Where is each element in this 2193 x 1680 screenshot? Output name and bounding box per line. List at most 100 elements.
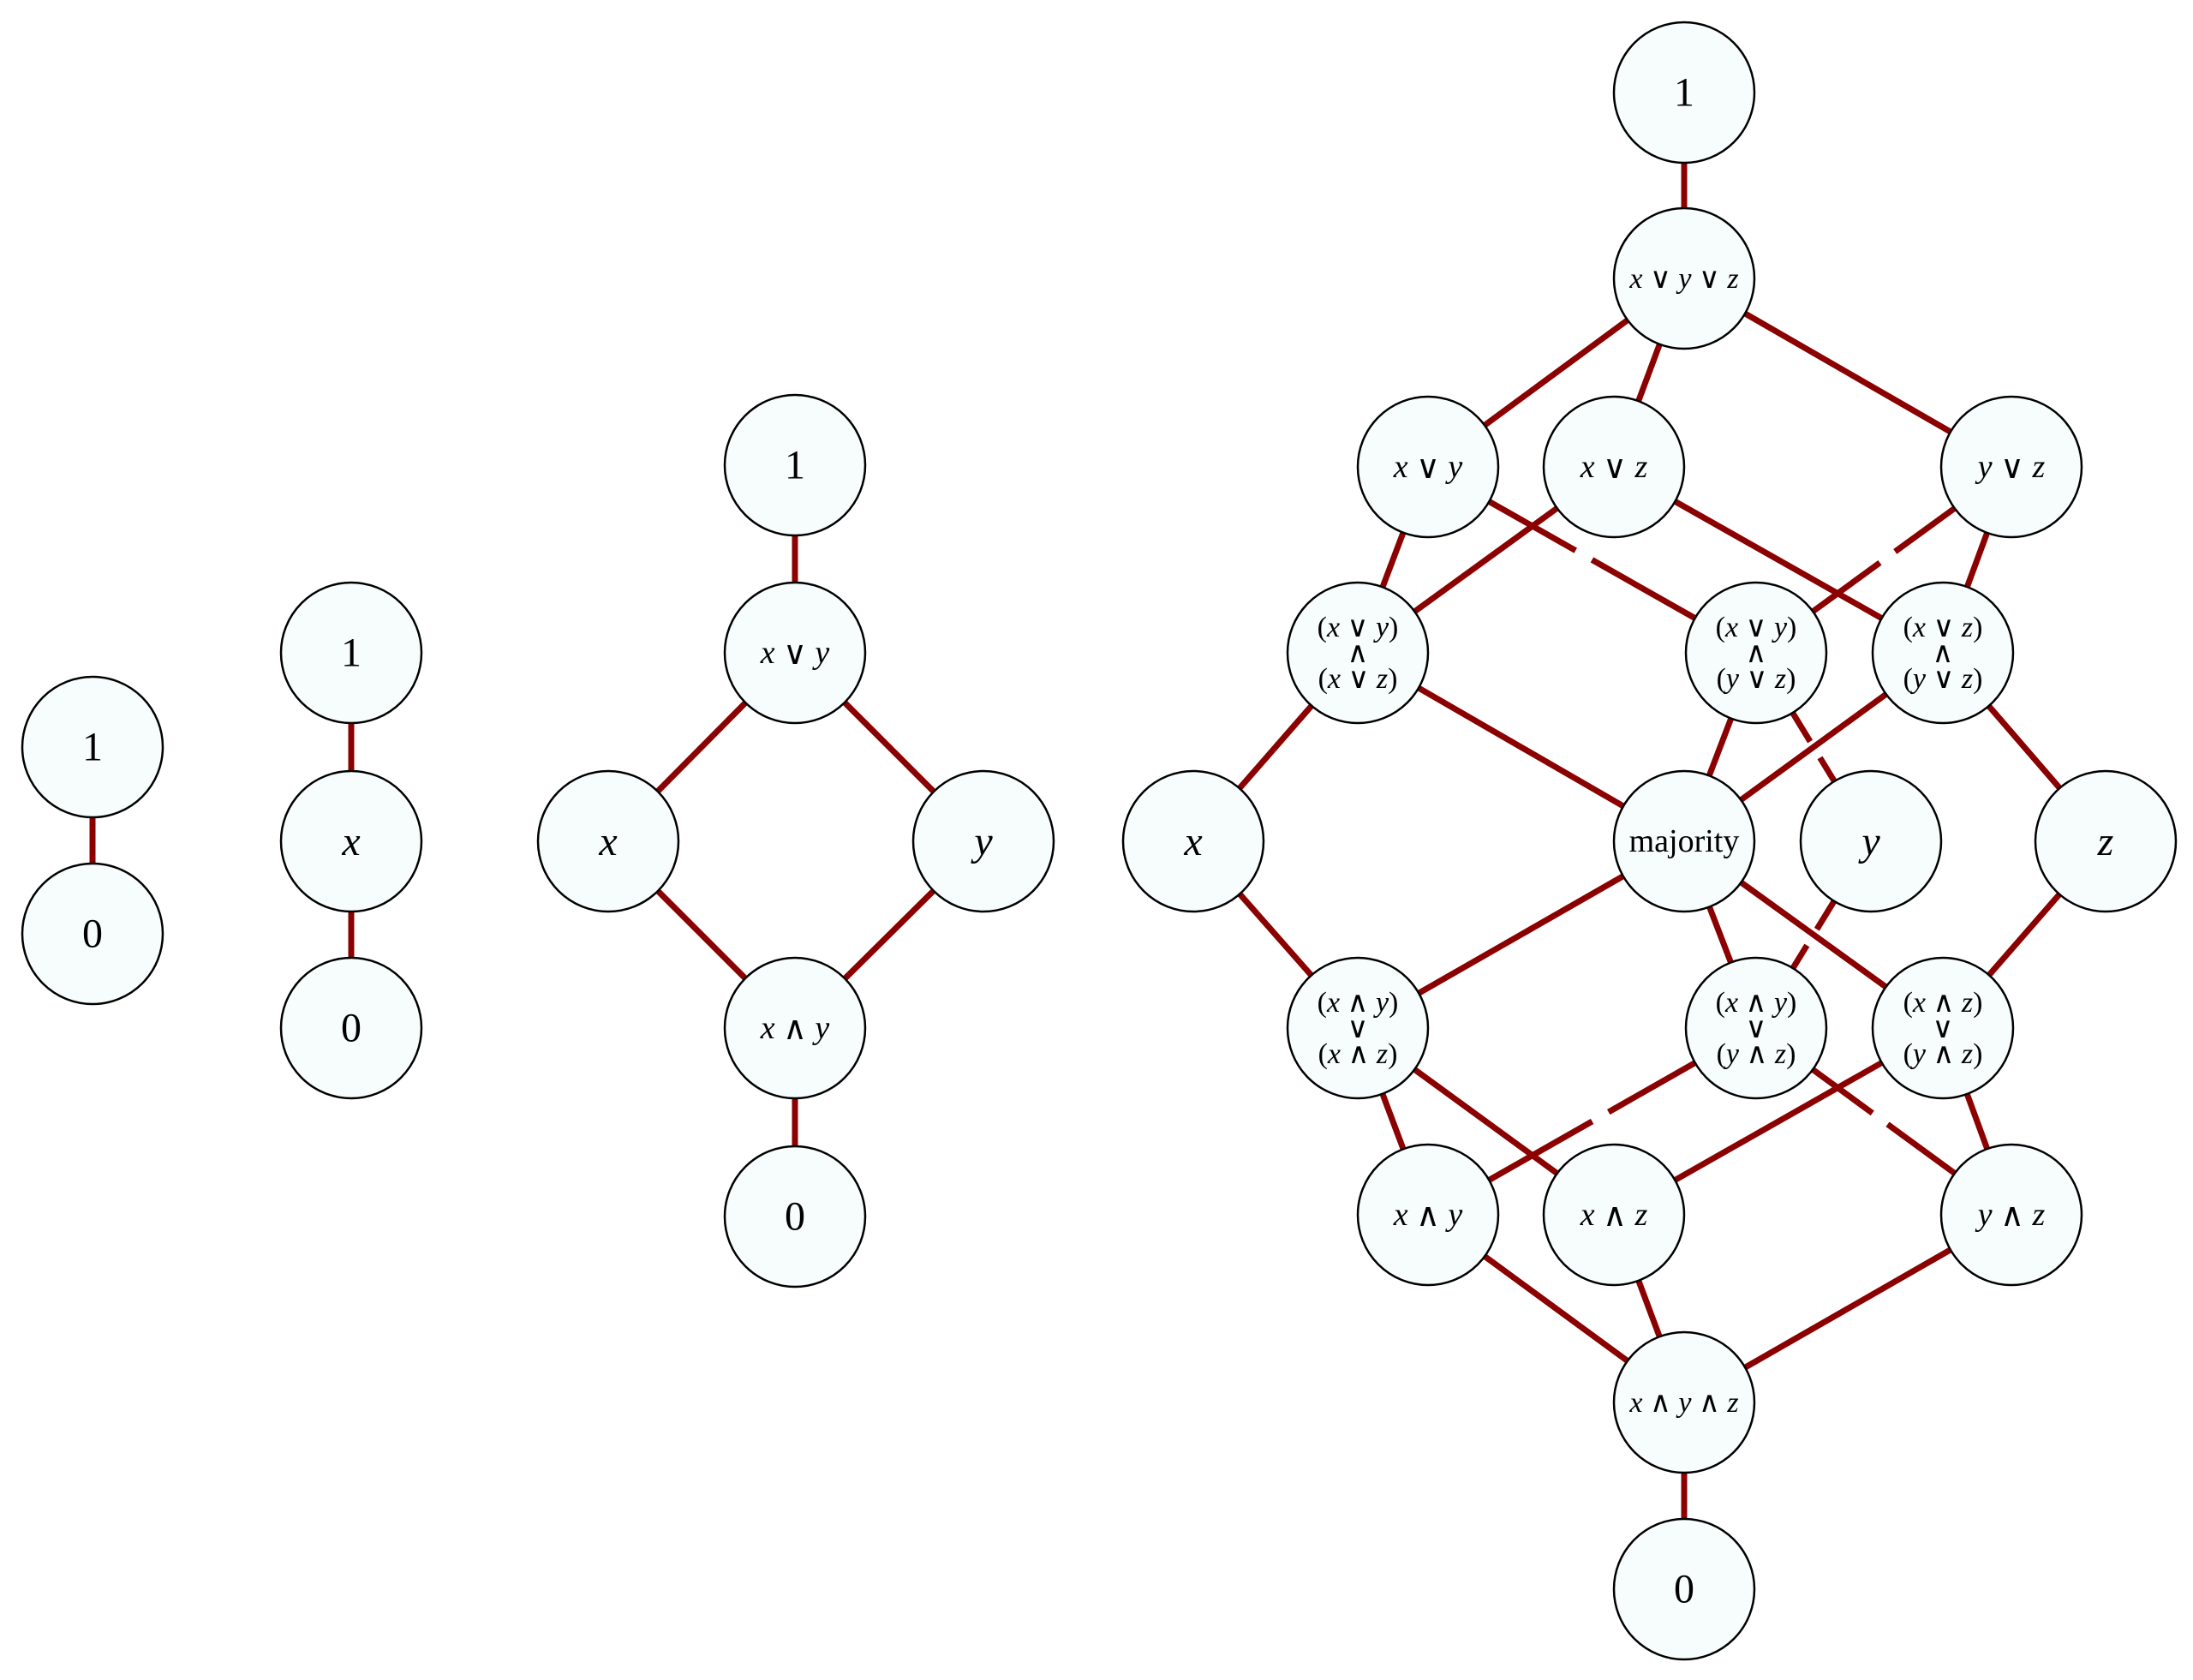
edge-lattice-3-vars-x-or-z-xory-and-xorz [1413,505,1559,614]
node-lattice-1-var-x: x [279,769,423,913]
node-label: x ∨ y ∨ z [1628,261,1738,296]
node-lattice-2-vars-x-or-y: x ∨ y [723,581,867,725]
node-label: majority [1629,823,1740,859]
node-lattice-3-vars-xory-and-xorz: (x ∨ y)∧(x ∨ z) [1286,581,1430,725]
node-lattice-3-vars-x-or-z: x ∨ z [1542,395,1686,539]
node-label-line-2: (y ∨ z) [1717,661,1796,696]
edge-lattice-3-vars-xorz-and-yorz-majority [1739,691,1888,803]
node-circle [279,581,423,725]
node-lattice-3-vars-xandy-or-xandz: (x ∧ y)∨(x ∧ z) [1286,956,1430,1100]
node-circle [1542,395,1686,539]
edge-lattice-3-vars-x-or-y-or-z-x-or-z [1635,343,1663,403]
node-lattice-1-var-zero: 0 [279,956,423,1100]
edge-lattice-3-vars-majority-xandz-or-yandz [1739,880,1888,989]
node-lattice-3-vars-xandz-or-yandz: (x ∧ z)∨(y ∧ z) [1871,956,2015,1100]
node-label-line-1: (x ∨ z) [1903,610,1983,644]
node-circle [723,1145,867,1288]
edge-lattice-3-vars-x-xandy-or-xandz [1237,892,1314,978]
edge-lattice-3-vars-xandy-or-xandz-x-and-y [1379,1092,1407,1151]
node-circle [1684,581,1828,725]
node-lattice-2-vars-x: x [536,769,680,913]
edge-lattice-3-vars-xory-and-yorz-majority [1706,717,1735,777]
node-circle [723,393,867,537]
node-circle [536,769,680,913]
node-circle [1939,1143,2083,1287]
node-label-line-2: (y ∧ z) [1717,1037,1796,1071]
node-circle [1356,1143,1500,1287]
node-circle [1121,769,1265,913]
node-lattice-3-vars-xandy-or-yandz: (x ∧ y)∨(y ∧ z) [1684,956,1828,1100]
node-lattice-2-vars-x-and-y: x ∧ y [723,956,867,1100]
node-lattice-2-vars-y: y [911,769,1055,913]
node-circle [279,769,423,913]
node-label-operator: ∧ [1347,636,1369,670]
node-lattice-0-vars-zero: 0 [21,862,164,1006]
node-label: x [341,819,360,864]
node-lattice-3-vars-y-and-z: y ∧ z [1939,1143,2083,1287]
node-label-line-2: (x ∧ z) [1318,1037,1398,1071]
node-lattice-3-vars-xory-and-yorz: (x ∨ y)∧(y ∨ z) [1684,581,1828,725]
node-label: 0 [785,1194,805,1240]
edge-lattice-3-vars-x-or-y-or-z-y-or-z [1743,310,1952,435]
edge-lattice-3-vars-y-and-z-x-and-y-and-z [1743,1247,1952,1371]
edges [89,163,2063,1519]
node-lattice-3-vars-x-and-y: x ∧ y [1356,1143,1500,1287]
node-label-operator: ∨ [1746,1011,1767,1045]
node-label: x [1183,819,1202,864]
node-label: x ∨ z [1580,448,1648,486]
node-circle [1871,956,2015,1100]
edge-lattice-3-vars-xory-and-xorz-x [1237,703,1314,791]
edge-lattice-3-vars-xorz-and-yorz-z [1986,703,2063,791]
node-label: 0 [1674,1567,1694,1612]
node-circle [1684,956,1828,1100]
node-circle [911,769,1055,913]
node-label: 1 [82,725,103,770]
node-label: x ∨ y [760,634,830,672]
node-lattice-1-var-one: 1 [279,581,423,725]
node-label-line-1: (x ∧ z) [1903,985,1983,1019]
node-label-operator: ∨ [1933,1011,1954,1045]
node-lattice-3-vars-zero: 0 [1612,1517,1756,1661]
edge-lattice-3-vars-xory-and-xorz-majority [1417,685,1625,810]
node-label-line-2: (x ∨ z) [1318,661,1398,696]
node-label: 1 [1674,70,1694,116]
node-circle [1286,581,1430,725]
node-label-line-1: (x ∨ y) [1716,610,1797,644]
node-circle [1939,395,2083,539]
node-lattice-0-vars-one: 1 [21,675,164,819]
node-label-line-2: (y ∧ z) [1903,1037,1983,1071]
node-label: 0 [82,912,103,957]
node-circle [1612,21,1756,164]
node-circle [1799,769,1943,913]
node-label: z [2097,819,2114,864]
node-circle [723,581,867,725]
node-circle [1542,1143,1686,1287]
node-label: x ∨ y [1393,448,1463,486]
node-label-line-1: (x ∨ y) [1318,610,1399,644]
node-lattice-3-vars-x-or-y-or-z: x ∨ y ∨ z [1612,206,1756,350]
node-circle [723,956,867,1100]
edge-lattice-3-vars-x-and-z-x-and-y-and-z [1635,1279,1663,1338]
node-lattice-3-vars-x: x [1121,769,1265,913]
node-label-operator: ∧ [1933,636,1954,670]
node-label-line-2: (y ∨ z) [1903,661,1983,696]
node-circle [21,862,164,1006]
node-label: 1 [341,631,362,676]
node-circle [1612,1517,1756,1661]
edge-lattice-2-vars-x-or-y-y [842,700,936,794]
node-label: x ∧ y [1393,1196,1463,1234]
node-label: x [598,819,617,864]
node-label-operator: ∨ [1347,1011,1369,1045]
node-circle [279,956,423,1100]
node-lattice-3-vars-x-and-y-and-z: x ∧ y ∧ z [1612,1330,1756,1474]
edge-lattice-3-vars-xory-and-yorz-y [1790,711,1837,783]
edge-lattice-2-vars-x-or-y-x [655,700,748,794]
node-lattice-3-vars-y: y [1799,769,1943,913]
node-lattice-3-vars-xorz-and-yorz: (x ∨ z)∧(y ∨ z) [1871,581,2015,725]
node-label: x ∧ y ∧ z [1628,1385,1738,1420]
edge-lattice-2-vars-y-x-and-y [842,888,936,981]
edge-lattice-3-vars-y-or-z-xory-and-yorz [1811,505,1957,614]
edge-lattice-3-vars-y-or-z-xorz-and-yorz [1964,531,1990,589]
edge-lattice-3-vars-majority-xandy-or-yandz [1706,906,1734,964]
